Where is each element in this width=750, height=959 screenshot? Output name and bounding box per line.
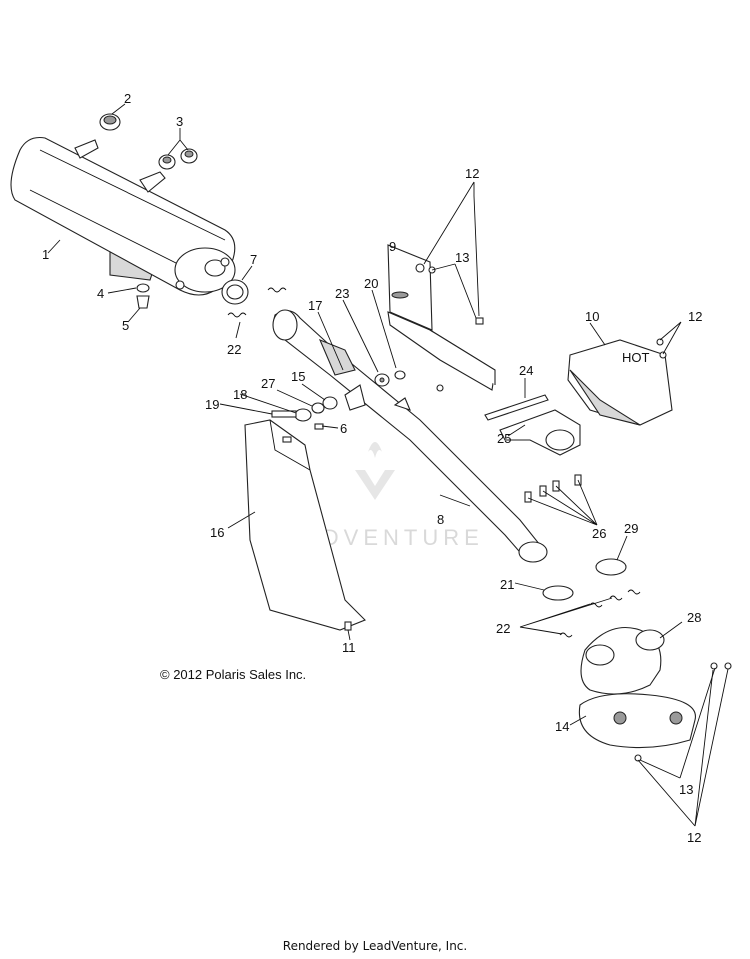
- y-pipe-part-28: [559, 589, 665, 695]
- callout-22-left: 22: [227, 342, 241, 357]
- callout-22-right: 22: [496, 621, 510, 636]
- fasteners-part-12-13: [415, 263, 732, 762]
- callout-12-right: 12: [688, 309, 702, 324]
- spring-part-22-upper: [227, 287, 287, 318]
- callout-12-top: 12: [465, 166, 479, 181]
- flange-part-25: [499, 409, 581, 456]
- callout-10: 10: [585, 309, 599, 324]
- callout-9: 9: [389, 239, 396, 254]
- callout-27: 27: [261, 376, 275, 391]
- callout-28: 28: [687, 610, 701, 625]
- washer-part-23: [374, 373, 390, 387]
- bolt-part-26: [524, 474, 582, 503]
- bolt-part-11: [344, 621, 352, 631]
- callout-8: 8: [437, 512, 444, 527]
- callout-12-bottom: 12: [687, 830, 701, 845]
- shield-panel-part-16: [244, 419, 366, 631]
- callout-labels: 1 2 3 4 5 6 7 8 9 10 11 12 12 12 13 13 1…: [42, 91, 702, 845]
- callout-14: 14: [555, 719, 569, 734]
- head-pipe-part-8: [272, 309, 548, 563]
- gasket-part-29: [595, 558, 627, 576]
- gasket-part-21: [542, 585, 574, 601]
- callout-24: 24: [519, 363, 533, 378]
- callout-13-top: 13: [455, 250, 469, 265]
- callout-16: 16: [210, 525, 224, 540]
- gasket-part-24: [484, 394, 549, 421]
- callout-5: 5: [122, 318, 129, 333]
- leader-lines: [47, 103, 729, 827]
- callout-15: 15: [291, 369, 305, 384]
- washer-part-18: [294, 408, 312, 422]
- copyright-notice: © 2012 Polaris Sales Inc.: [160, 667, 307, 682]
- callout-25: 25: [497, 431, 511, 446]
- rendered-by-footer: Rendered by LeadVenture, Inc.: [282, 939, 468, 953]
- callout-29: 29: [624, 521, 638, 536]
- callout-13-bottom: 13: [679, 782, 693, 797]
- callout-11: 11: [342, 640, 356, 655]
- washer-part-4: [136, 283, 150, 293]
- bushing-part-15: [322, 396, 338, 410]
- callout-23: 23: [335, 286, 349, 301]
- nut-part-20: [394, 370, 406, 380]
- callout-3: 3: [176, 114, 183, 129]
- callout-17: 17: [308, 298, 322, 313]
- gasket-part-7: [221, 279, 249, 305]
- callout-21: 21: [500, 577, 514, 592]
- heat-shield-part-14: [578, 693, 696, 749]
- callout-2: 2: [124, 91, 131, 106]
- muffler-part-1: [10, 136, 236, 296]
- grommet-part-2: [99, 113, 121, 131]
- callout-1: 1: [42, 247, 49, 262]
- callout-6: 6: [340, 421, 347, 436]
- callout-7: 7: [250, 252, 257, 267]
- callout-4: 4: [97, 286, 104, 301]
- callout-26: 26: [592, 526, 606, 541]
- hot-label: HOT: [622, 350, 650, 365]
- grommet-part-3: [158, 148, 198, 170]
- bushing-part-5: [136, 295, 150, 309]
- heat-shield-part-10: HOT: [567, 339, 673, 426]
- callout-20: 20: [364, 276, 378, 291]
- callout-18: 18: [233, 387, 247, 402]
- washer-part-27: [311, 402, 325, 414]
- callout-19: 19: [205, 397, 219, 412]
